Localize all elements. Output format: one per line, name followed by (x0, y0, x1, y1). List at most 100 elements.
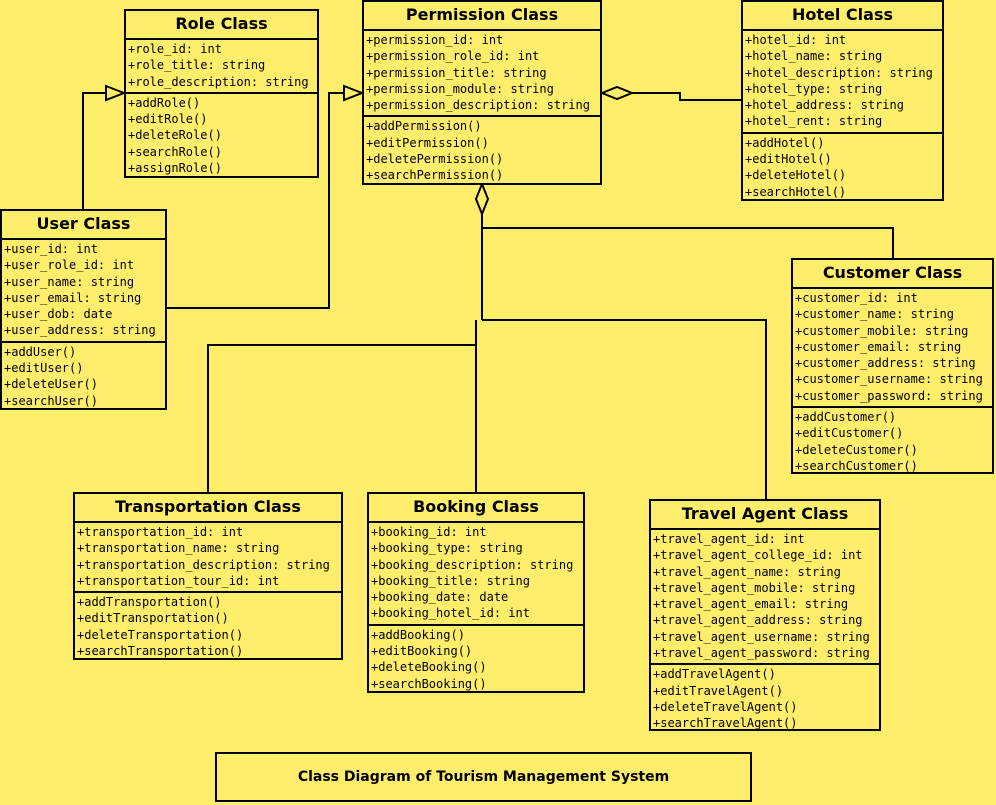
attribute: +hotel_name: string (745, 49, 883, 64)
attribute: +hotel_description: string (745, 65, 933, 80)
generalization-arrowhead (343, 84, 365, 102)
class-title: Transportation Class (75, 494, 341, 523)
travelagent-permission-aggregation (482, 319, 767, 499)
attribute: +travel_agent_name: string (653, 564, 841, 579)
attributes-section: +hotel_id: int +hotel_name: string +hote… (743, 31, 942, 132)
transportation-class[interactable]: Transportation Class +transportation_id:… (73, 492, 343, 660)
attribute: +customer_name: string (795, 307, 954, 322)
attribute: +transportation_id: int (77, 525, 244, 539)
method: +searchHotel() (745, 184, 847, 199)
method: +searchPermission() (366, 168, 504, 183)
method: +addRole() (128, 95, 201, 110)
attribute: +permission_role_id: int (366, 49, 540, 64)
method: +addTransportation() (77, 595, 222, 610)
class-title: Role Class (126, 11, 317, 40)
method: +editRole() (128, 112, 208, 127)
method: +editBooking() (371, 644, 473, 659)
method: +addBooking() (371, 627, 465, 642)
diagram-caption: Class Diagram of Tourism Management Syst… (215, 752, 752, 802)
method: +addUser() (4, 344, 77, 359)
attribute: +travel_agent_college_id: int (653, 548, 863, 563)
class-title: User Class (2, 211, 165, 240)
methods-section: +addTravelAgent() +editTravelAgent() +de… (651, 663, 879, 733)
method: +searchUser() (4, 393, 98, 408)
method: +editTravelAgent() (653, 683, 784, 698)
aggregation-diamond (599, 85, 635, 101)
attribute: +permission_description: string (366, 98, 590, 113)
method: +searchCustomer() (795, 458, 918, 473)
method: +deleteBooking() (371, 660, 487, 675)
attribute: +travel_agent_email: string (653, 597, 849, 612)
attribute: +user_role_id: int (4, 258, 135, 273)
method: +editUser() (4, 361, 84, 376)
customer-class[interactable]: Customer Class +customer_id: int +custom… (791, 258, 994, 474)
user-permission-generalization (166, 92, 344, 309)
class-title: Permission Class (364, 2, 600, 31)
attribute: +travel_agent_mobile: string (653, 580, 856, 595)
method: +deletePermission() (366, 152, 504, 167)
method: +assignRole() (128, 161, 222, 176)
attribute: +hotel_address: string (745, 98, 904, 113)
methods-section: +addCustomer() +editCustomer() +deleteCu… (793, 406, 992, 476)
class-title: Travel Agent Class (651, 501, 879, 530)
generalization-arrowhead (105, 84, 127, 102)
method: +addPermission() (366, 119, 482, 134)
class-title: Booking Class (369, 494, 583, 523)
method: +editPermission() (366, 135, 489, 150)
attributes-section: +travel_agent_id: int +travel_agent_coll… (651, 530, 879, 663)
attribute: +user_name: string (4, 274, 135, 289)
methods-section: +addPermission() +editPermission() +dele… (364, 115, 600, 185)
hotel-class[interactable]: Hotel Class +hotel_id: int +hotel_name: … (741, 0, 944, 201)
hotel-permission-aggregation (632, 92, 742, 101)
role-class[interactable]: Role Class +role_id: int +role_title: st… (124, 9, 319, 178)
travel-agent-class[interactable]: Travel Agent Class +travel_agent_id: int… (649, 499, 881, 731)
methods-section: +addBooking() +editBooking() +deleteBook… (369, 623, 583, 694)
attribute: +transportation_description: string (77, 557, 330, 572)
attributes-section: +customer_id: int +customer_name: string… (793, 289, 992, 406)
attribute: +booking_id: int (371, 525, 487, 539)
class-title: Hotel Class (743, 2, 942, 31)
permission-class[interactable]: Permission Class +permission_id: int +pe… (362, 0, 602, 185)
attribute: +permission_module: string (366, 81, 554, 96)
transportation-permission-aggregation (207, 344, 476, 492)
method: +addHotel() (745, 135, 825, 150)
method: +addCustomer() (795, 410, 897, 425)
method: +addTravelAgent() (653, 667, 776, 682)
attributes-section: +permission_id: int +permission_role_id:… (364, 31, 600, 115)
attribute: +customer_email: string (795, 339, 962, 354)
attribute: +travel_agent_username: string (653, 629, 870, 644)
attribute: +hotel_id: int (745, 33, 847, 47)
methods-section: +addUser() +editUser() +deleteUser() +se… (2, 340, 165, 411)
method: +deleteUser() (4, 377, 98, 392)
attribute: +travel_agent_address: string (653, 613, 863, 628)
aggregation-diamond (474, 181, 490, 217)
attribute: +travel_agent_password: string (653, 646, 870, 661)
user-role-generalization (82, 92, 106, 210)
user-class[interactable]: User Class +user_id: int +user_role_id: … (0, 209, 167, 410)
attribute: +role_description: string (128, 74, 309, 89)
method: +editTransportation() (77, 611, 229, 626)
attribute: +booking_type: string (371, 541, 523, 556)
attribute: +booking_title: string (371, 573, 530, 588)
attribute: +user_id: int (4, 242, 98, 256)
attributes-section: +booking_id: int +booking_type: string +… (369, 523, 583, 624)
booking-class[interactable]: Booking Class +booking_id: int +booking_… (367, 492, 585, 693)
attribute: +customer_address: string (795, 356, 976, 371)
attribute: +transportation_name: string (77, 541, 280, 556)
attribute: +hotel_rent: string (745, 114, 883, 129)
method: +deleteTravelAgent() (653, 699, 798, 714)
attribute: +booking_description: string (371, 557, 574, 572)
method: +editHotel() (745, 152, 832, 167)
attribute: +hotel_type: string (745, 81, 883, 96)
customer-permission-aggregation (482, 227, 894, 258)
method: +editCustomer() (795, 426, 904, 441)
attribute: +booking_hotel_id: int (371, 606, 530, 621)
attribute: +travel_agent_id: int (653, 532, 805, 546)
attribute: +permission_id: int (366, 33, 504, 47)
method: +searchTransportation() (77, 644, 244, 659)
method: +deleteHotel() (745, 168, 847, 183)
attribute: +customer_mobile: string (795, 323, 969, 338)
attribute: +user_dob: date (4, 307, 113, 322)
attribute: +permission_title: string (366, 65, 547, 80)
